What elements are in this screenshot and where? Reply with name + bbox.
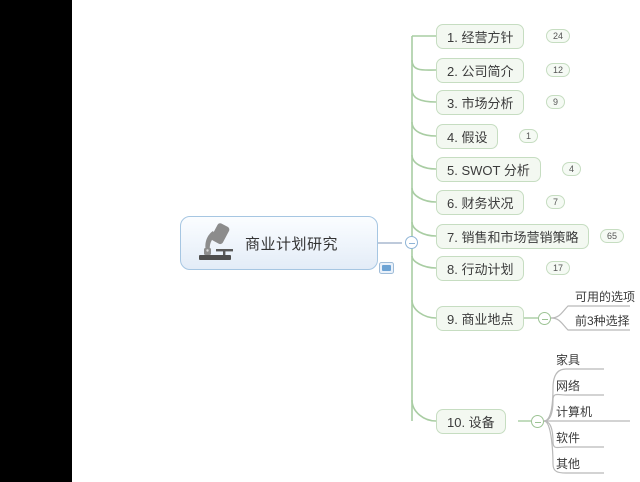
leaf-label: 计算机 <box>556 405 593 419</box>
branch-badge-2[interactable]: 12 <box>546 63 571 77</box>
leaf-node-software[interactable]: 软件 <box>556 431 580 446</box>
collapse-toggle-equipment[interactable] <box>531 415 544 428</box>
branch-label: 7. 销售和市场营销策略 <box>447 230 579 245</box>
badge-value: 4 <box>569 164 575 174</box>
collapse-toggle-root[interactable] <box>405 236 418 249</box>
branch-label: 3. 市场分析 <box>447 96 514 111</box>
branch-node-5[interactable]: 5. SWOT 分析 <box>436 157 541 182</box>
branch-node-8[interactable]: 8. 行动计划 <box>436 256 525 281</box>
leaf-label: 前3种选择 <box>575 314 630 328</box>
branch-node-6[interactable]: 6. 财务状况 <box>436 190 525 215</box>
branch-label: 9. 商业地点 <box>447 312 514 327</box>
branch-node-7[interactable]: 7. 销售和市场营销策略 <box>436 224 590 249</box>
leaf-label: 软件 <box>556 431 581 445</box>
branch-label: 8. 行动计划 <box>447 262 514 277</box>
branch-node-1[interactable]: 1. 经营方针 <box>436 24 525 49</box>
leaf-label: 可用的选项 <box>575 290 636 304</box>
branch-badge-8[interactable]: 17 <box>546 261 571 275</box>
leaf-node-available-options[interactable]: 可用的选项 <box>575 290 635 305</box>
note-icon[interactable] <box>379 262 394 274</box>
branch-badge-5[interactable]: 4 <box>562 162 582 176</box>
badge-value: 24 <box>553 31 564 41</box>
leaf-node-furniture[interactable]: 家具 <box>556 353 580 368</box>
branch-label: 6. 财务状况 <box>447 196 514 211</box>
branch-node-4[interactable]: 4. 假设 <box>436 124 499 149</box>
branch-node-3[interactable]: 3. 市场分析 <box>436 90 525 115</box>
leaf-node-top-3-choices[interactable]: 前3种选择 <box>575 314 630 329</box>
badge-value: 65 <box>607 231 618 241</box>
branch-label: 2. 公司简介 <box>447 64 514 79</box>
branch-badge-3[interactable]: 9 <box>546 95 566 109</box>
central-node[interactable]: 商业计划研究 <box>180 216 378 270</box>
microscope-icon <box>199 223 233 260</box>
collapse-toggle-location[interactable] <box>538 312 551 325</box>
branch-badge-4[interactable]: 1 <box>519 129 539 143</box>
branch-label: 4. 假设 <box>447 130 488 145</box>
central-node-label: 商业计划研究 <box>245 235 339 253</box>
branch-badge-7[interactable]: 65 <box>600 229 625 243</box>
letterbox-bar-left <box>0 0 72 482</box>
badge-value: 17 <box>553 263 564 273</box>
branch-node-10[interactable]: 10. 设备 <box>436 409 506 434</box>
leaf-label: 家具 <box>556 353 581 367</box>
leaf-node-other[interactable]: 其他 <box>556 457 580 472</box>
leaf-node-computer[interactable]: 计算机 <box>556 405 592 420</box>
branch-node-9[interactable]: 9. 商业地点 <box>436 306 525 331</box>
branch-badge-1[interactable]: 24 <box>546 29 571 43</box>
branch-node-2[interactable]: 2. 公司简介 <box>436 58 525 83</box>
badge-value: 9 <box>553 97 559 107</box>
badge-value: 7 <box>553 197 559 207</box>
badge-value: 12 <box>553 65 564 75</box>
branch-label: 1. 经营方针 <box>447 30 514 45</box>
badge-value: 1 <box>526 131 532 141</box>
leaf-label: 其他 <box>556 457 581 471</box>
leaf-label: 网络 <box>556 379 581 393</box>
branch-label: 5. SWOT 分析 <box>447 163 530 178</box>
branch-badge-6[interactable]: 7 <box>546 195 566 209</box>
branch-label: 10. 设备 <box>447 415 495 430</box>
leaf-node-network[interactable]: 网络 <box>556 379 580 394</box>
